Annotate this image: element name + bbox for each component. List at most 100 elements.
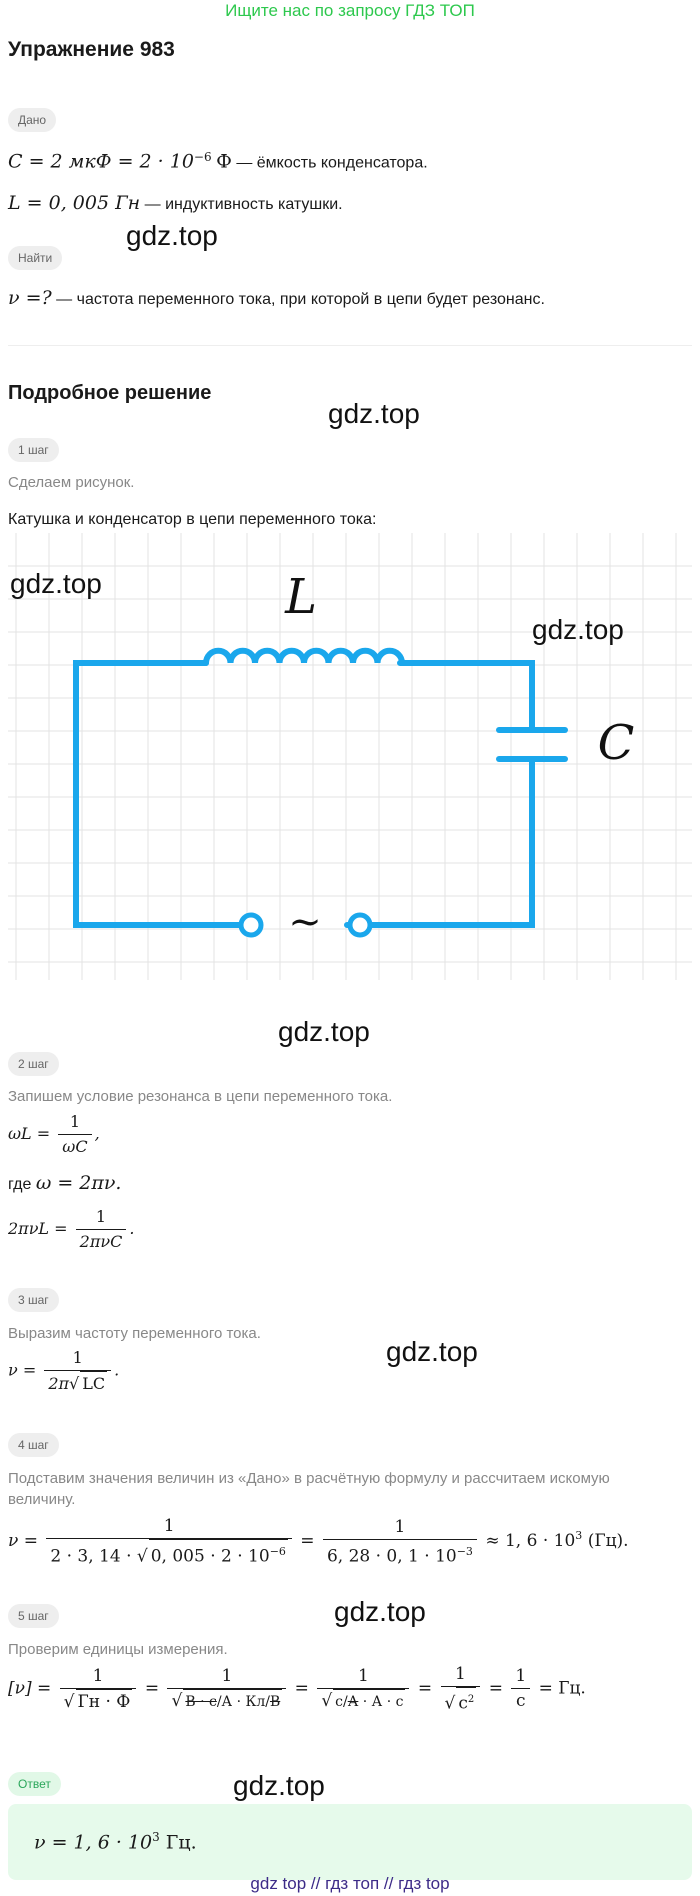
- given-c-text: — ёмкость конденсатора.: [236, 154, 428, 172]
- step2-where: где: [8, 1176, 32, 1193]
- step5-f5-num: 1: [511, 1664, 531, 1690]
- watermark: gdz.top: [386, 1336, 478, 1367]
- step1-tag: 1 шаг: [8, 438, 59, 462]
- step2-eq2-den: 2πνC: [79, 1232, 123, 1251]
- step4-tag: 4 шаг: [8, 1433, 59, 1457]
- step4-den1-radicand: 0, 005 · 2 · 10−6: [148, 1539, 288, 1569]
- step5-f5-den: с: [516, 1691, 526, 1712]
- step5-fraction-4: 1√с2: [440, 1662, 481, 1716]
- step2-eq2-lhs: 2πνL =: [8, 1219, 68, 1238]
- circuit-source-symbol: ~: [288, 899, 322, 945]
- step3-lhs: ν =: [8, 1360, 37, 1380]
- step5-result: = Гц.: [538, 1678, 586, 1699]
- find-math: ν =?: [8, 287, 52, 309]
- answer-exp: 3: [152, 1830, 160, 1844]
- step4-den2: 6, 28 · 0, 1 · 10−3: [323, 1540, 477, 1569]
- step5-text: Проверим единицы измерения.: [8, 1641, 228, 1658]
- step1-caption: Катушка и конденсатор в цепи переменного…: [8, 511, 377, 528]
- answer-unit: Гц.: [165, 1831, 197, 1854]
- sqrt-icon: √: [69, 1374, 80, 1393]
- step2-eq2-num: 1: [75, 1205, 127, 1230]
- step5-f2-a: В · с: [185, 1693, 217, 1710]
- step5-f1-den-wrap: √Гн · Ф: [60, 1688, 137, 1714]
- step4-den1-exp: −6: [269, 1545, 286, 1558]
- step5-eq: [ν] = 1√Гн · Ф = 1√В · с/А · Кл/В = 1√с/…: [8, 1662, 586, 1716]
- step4-den2-text: 6, 28 · 0, 1 · 10: [326, 1546, 457, 1567]
- answer-math: ν = 1, 6 · 10: [34, 1831, 153, 1854]
- step5-f3-radicand: с/А · А · с: [333, 1688, 406, 1714]
- step2-text: Запишем условие резонанса в цепи перемен…: [8, 1088, 393, 1105]
- grid: [8, 533, 692, 980]
- sqrt-icon: √: [136, 1546, 148, 1567]
- step4-den1-prefix: 2 · 3, 14 ·: [50, 1546, 132, 1567]
- answer-math-line: ν = 1, 6 · 103 Гц.: [34, 1830, 197, 1853]
- step2-eq1-lhs: ωL =: [8, 1124, 51, 1143]
- step5-f2-radicand: В · с/А · Кл/В: [183, 1688, 283, 1714]
- circuit-label-l: L: [284, 569, 317, 625]
- find-line: ν =? — частота переменного тока, при кот…: [8, 285, 545, 313]
- terminal-right: [347, 912, 373, 938]
- step2-eq1-fraction: 1 ωC: [58, 1110, 92, 1159]
- step2-eq1-num: 1: [58, 1110, 92, 1135]
- step5-f3-c: · А · с: [362, 1693, 404, 1710]
- given-tag: Дано: [8, 108, 57, 132]
- capacitor-plates: [496, 727, 568, 762]
- step3-text: Выразим частоту переменного тока.: [8, 1325, 261, 1342]
- step5-f3-b: А: [347, 1693, 359, 1710]
- step5-f1-num: 1: [59, 1664, 137, 1689]
- step4-text-2: величину.: [8, 1491, 76, 1508]
- watermark: gdz.top: [233, 1770, 325, 1801]
- watermark: gdz.top: [334, 1596, 426, 1627]
- step2-eq2-fraction: 1 2πνC: [75, 1205, 127, 1254]
- step2-tag: 2 шаг: [8, 1052, 59, 1076]
- given-capacitance: C = 2 мкФ = 2 · 10−6 Ф — ёмкость конденс…: [8, 144, 428, 176]
- sqrt-icon: √: [63, 1691, 75, 1712]
- given-l-math: L = 0, 005 Гн: [8, 192, 141, 214]
- sqrt-icon: √: [444, 1693, 456, 1714]
- exercise-title: Упражнение 983: [8, 38, 175, 61]
- step5-fraction-3: 1√с/А · А · с: [317, 1664, 410, 1714]
- step5-fraction-1: 1√Гн · Ф: [59, 1664, 137, 1714]
- step4-num2: 1: [322, 1515, 477, 1540]
- sqrt-icon: √: [321, 1690, 333, 1711]
- given-c-unit: Ф: [216, 150, 232, 173]
- step3-den: 2π√LC: [44, 1371, 111, 1396]
- top-banner[interactable]: Ищите нас по запросу ГДЗ ТОП: [225, 1, 475, 20]
- step4-lhs: ν =: [8, 1530, 38, 1551]
- circuit-label-c: C: [598, 715, 635, 771]
- step5-f2-num: 1: [167, 1664, 287, 1689]
- watermark: gdz.top: [328, 398, 420, 429]
- step3-den-prefix: 2π: [48, 1374, 70, 1393]
- step4-text-1: Подставим значения величин из «Дано» в р…: [8, 1470, 610, 1487]
- step5-f3-a: с: [335, 1693, 343, 1710]
- watermark: gdz.top: [126, 220, 218, 251]
- step5-f4-num: 1: [440, 1662, 481, 1687]
- footer-links[interactable]: gdz top // гдз топ // гдз top: [250, 1874, 450, 1893]
- step4-den1-sqrt: 0, 005 · 2 · 10: [150, 1546, 270, 1567]
- step5-tag: 5 шаг: [8, 1604, 59, 1628]
- find-text: — частота переменного тока, при которой …: [56, 291, 545, 308]
- step4-result: ≈ 1, 6 · 10: [485, 1530, 576, 1551]
- step4-num1: 1: [46, 1514, 292, 1539]
- step5-f2-d: В: [269, 1693, 281, 1710]
- step2-eq1-den: ωC: [62, 1137, 88, 1156]
- watermark: gdz.top: [278, 1016, 370, 1047]
- step4-result-exp: 3: [575, 1529, 583, 1543]
- given-l-text: — индуктивность катушки.: [144, 196, 343, 213]
- step2-where-line: где ω = 2πν.: [8, 1170, 121, 1198]
- given-inductance: L = 0, 005 Гн — индуктивность катушки.: [8, 190, 343, 218]
- circuit-diagram: ~ L C: [8, 533, 692, 980]
- step3-tag: 3 шаг: [8, 1288, 59, 1312]
- watermark: gdz.top: [532, 614, 624, 645]
- step5-fraction-2: 1√В · с/А · Кл/В: [167, 1664, 287, 1714]
- solution-title: Подробное решение: [8, 382, 212, 404]
- step4-den1: 2 · 3, 14 · √0, 005 · 2 · 10−6: [46, 1539, 292, 1569]
- step3-num: 1: [44, 1346, 112, 1371]
- answer-tag: Ответ: [8, 1772, 61, 1796]
- step5-lhs: [ν] =: [8, 1678, 52, 1699]
